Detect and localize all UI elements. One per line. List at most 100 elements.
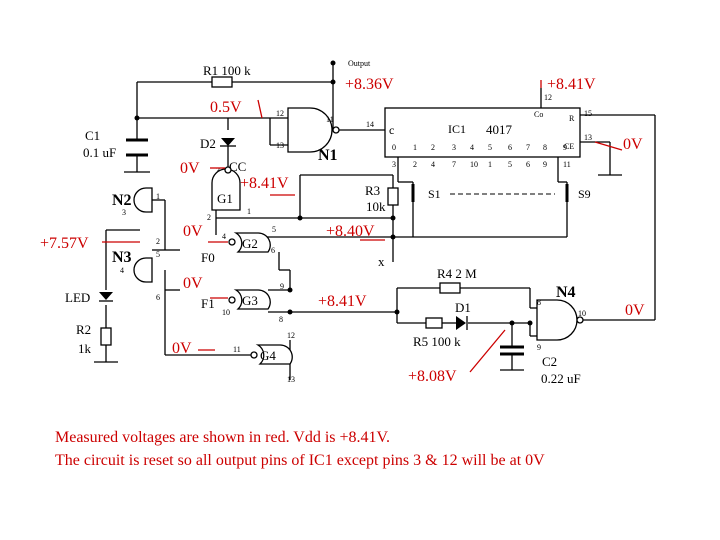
n1-pin-a: 12	[276, 109, 284, 118]
g2-pin-5: 5	[272, 225, 276, 234]
voltage-g4: 0V	[172, 340, 192, 357]
c1-label: C1	[85, 128, 100, 143]
r3-label: R3	[365, 183, 380, 198]
node-x-label: x	[378, 254, 385, 269]
f0-label: F0	[201, 250, 215, 265]
r2-resistor: R2 1k	[76, 322, 112, 356]
ic-output-7: 7	[526, 143, 530, 152]
g2-pin-4: 4	[222, 232, 226, 241]
led: LED	[65, 290, 113, 305]
n2-pin-1: 1	[156, 192, 160, 201]
g3-pin-10: 10	[222, 308, 230, 317]
g3-gate: G3 9 10 8 F1	[201, 282, 284, 324]
g2-label: G2	[242, 236, 258, 251]
ic-pin-label-11: 11	[563, 160, 571, 169]
n3-pin-6: 6	[156, 293, 160, 302]
n4-pin-9: 9	[537, 343, 541, 352]
c1-value: 0.1 uF	[83, 145, 116, 160]
ic-pin-12: 12	[544, 93, 552, 102]
n3-pin-5: 5	[156, 250, 160, 259]
wires	[94, 63, 656, 380]
s1-label: S1	[428, 187, 441, 201]
n2-pin-3: 3	[122, 208, 126, 217]
r3-value: 10k	[366, 199, 386, 214]
ic-pin-14: 14	[366, 120, 374, 129]
c2-label: C2	[542, 354, 557, 369]
r2-label: R2	[76, 322, 91, 337]
d1-label: D1	[455, 300, 471, 315]
ic-pin-label-7: 7	[452, 160, 456, 169]
g3-label: G3	[242, 293, 258, 308]
voltage-r3: +8.40V	[326, 223, 375, 240]
n4-nand-gate: N4 8 9 10	[536, 284, 586, 352]
junction-dots	[134, 60, 533, 326]
g4-pin-13: 13	[287, 375, 295, 384]
g1-pin-b: 2	[207, 213, 211, 222]
n1-pin-out: 11	[326, 115, 334, 124]
n4-pin-8: 8	[537, 298, 541, 307]
ic-pin-label-4: 4	[431, 160, 435, 169]
c2-capacitor: C2 0.22 uF	[500, 345, 581, 386]
g1-label: G1	[217, 191, 233, 206]
voltage-n2n3: +7.57V	[40, 235, 89, 252]
voltage-f0: 0V	[183, 223, 203, 240]
voltage-annotations: +8.36V +8.41V 0.5V 0V 0V +8.41V +7.57V 0…	[40, 76, 645, 385]
voltage-g1-in: +8.41V	[240, 175, 289, 192]
voltage-f1: 0V	[183, 275, 203, 292]
s9-label: S9	[578, 187, 591, 201]
n1-nand-gate: 12 13 11 N1	[276, 107, 340, 164]
n1-pin-b: 13	[276, 141, 284, 150]
ic-output-0: 0	[392, 143, 396, 152]
r1-resistor: R1 100 k	[203, 63, 251, 88]
n3-label: N3	[112, 249, 132, 266]
s9-switch: S9	[558, 181, 591, 202]
n2-pin-2: 2	[156, 237, 160, 246]
r4-label: R4 2 M	[437, 266, 477, 281]
d2-label: D2	[200, 136, 216, 151]
ic-pin-15: 15	[584, 109, 592, 118]
note-line-2: The circuit is reset so all output pins …	[55, 452, 545, 469]
ic-pin-label-9: 9	[543, 160, 547, 169]
voltage-n1-in: 0.5V	[210, 99, 242, 116]
n3-pin-4: 4	[120, 266, 124, 275]
ic-output-3: 3	[452, 143, 456, 152]
ic-ce-label: CE	[564, 142, 574, 151]
g4-pin-11: 11	[233, 345, 241, 354]
c1-capacitor: C1 0.1 uF	[83, 128, 148, 160]
g3-pin-8: 8	[279, 315, 283, 324]
ic-output-1: 1	[413, 143, 417, 152]
n4-pin-10: 10	[578, 309, 586, 318]
ic-output-8: 8	[543, 143, 547, 152]
r3-resistor: R3 10k	[365, 183, 399, 214]
g3-pin-9: 9	[280, 282, 284, 291]
n1-label: N1	[318, 147, 338, 164]
ic-co-label: Co	[534, 110, 543, 119]
d2-diode: D2 3 CC	[200, 136, 246, 175]
voltage-n1-out: +8.36V	[345, 76, 394, 93]
ic-pin-13: 13	[584, 133, 592, 142]
d2-pin: 3	[216, 166, 220, 175]
ic-r-label: R	[569, 114, 575, 123]
voltage-n4-out: 0V	[625, 302, 645, 319]
output-label: Output	[348, 59, 371, 68]
n2-nand-gate: N2 1 3 2	[112, 187, 160, 246]
g2-pin-6: 6	[271, 246, 275, 255]
ic-pin-label-10: 10	[470, 160, 478, 169]
ic1-part: 4017	[486, 122, 513, 137]
g4-pin-12: 12	[287, 331, 295, 340]
ic-pin-label-3: 3	[392, 160, 396, 169]
voltage-g3-out: +8.41V	[318, 293, 367, 310]
ic-output-5: 5	[488, 143, 492, 152]
g1-pin-a: 1	[247, 207, 251, 216]
led-label: LED	[65, 290, 90, 305]
d1-diode: D1	[455, 300, 471, 330]
g4-gate: G4 11 12 13	[233, 331, 295, 384]
r1-label: R1 100 k	[203, 63, 251, 78]
r4-resistor: R4 2 M	[437, 266, 477, 294]
s1-switch: S1	[398, 181, 441, 202]
ic-pin-label-1: 1	[488, 160, 492, 169]
ic-output-4: 4	[470, 143, 474, 152]
voltage-cc: 0V	[180, 160, 200, 177]
